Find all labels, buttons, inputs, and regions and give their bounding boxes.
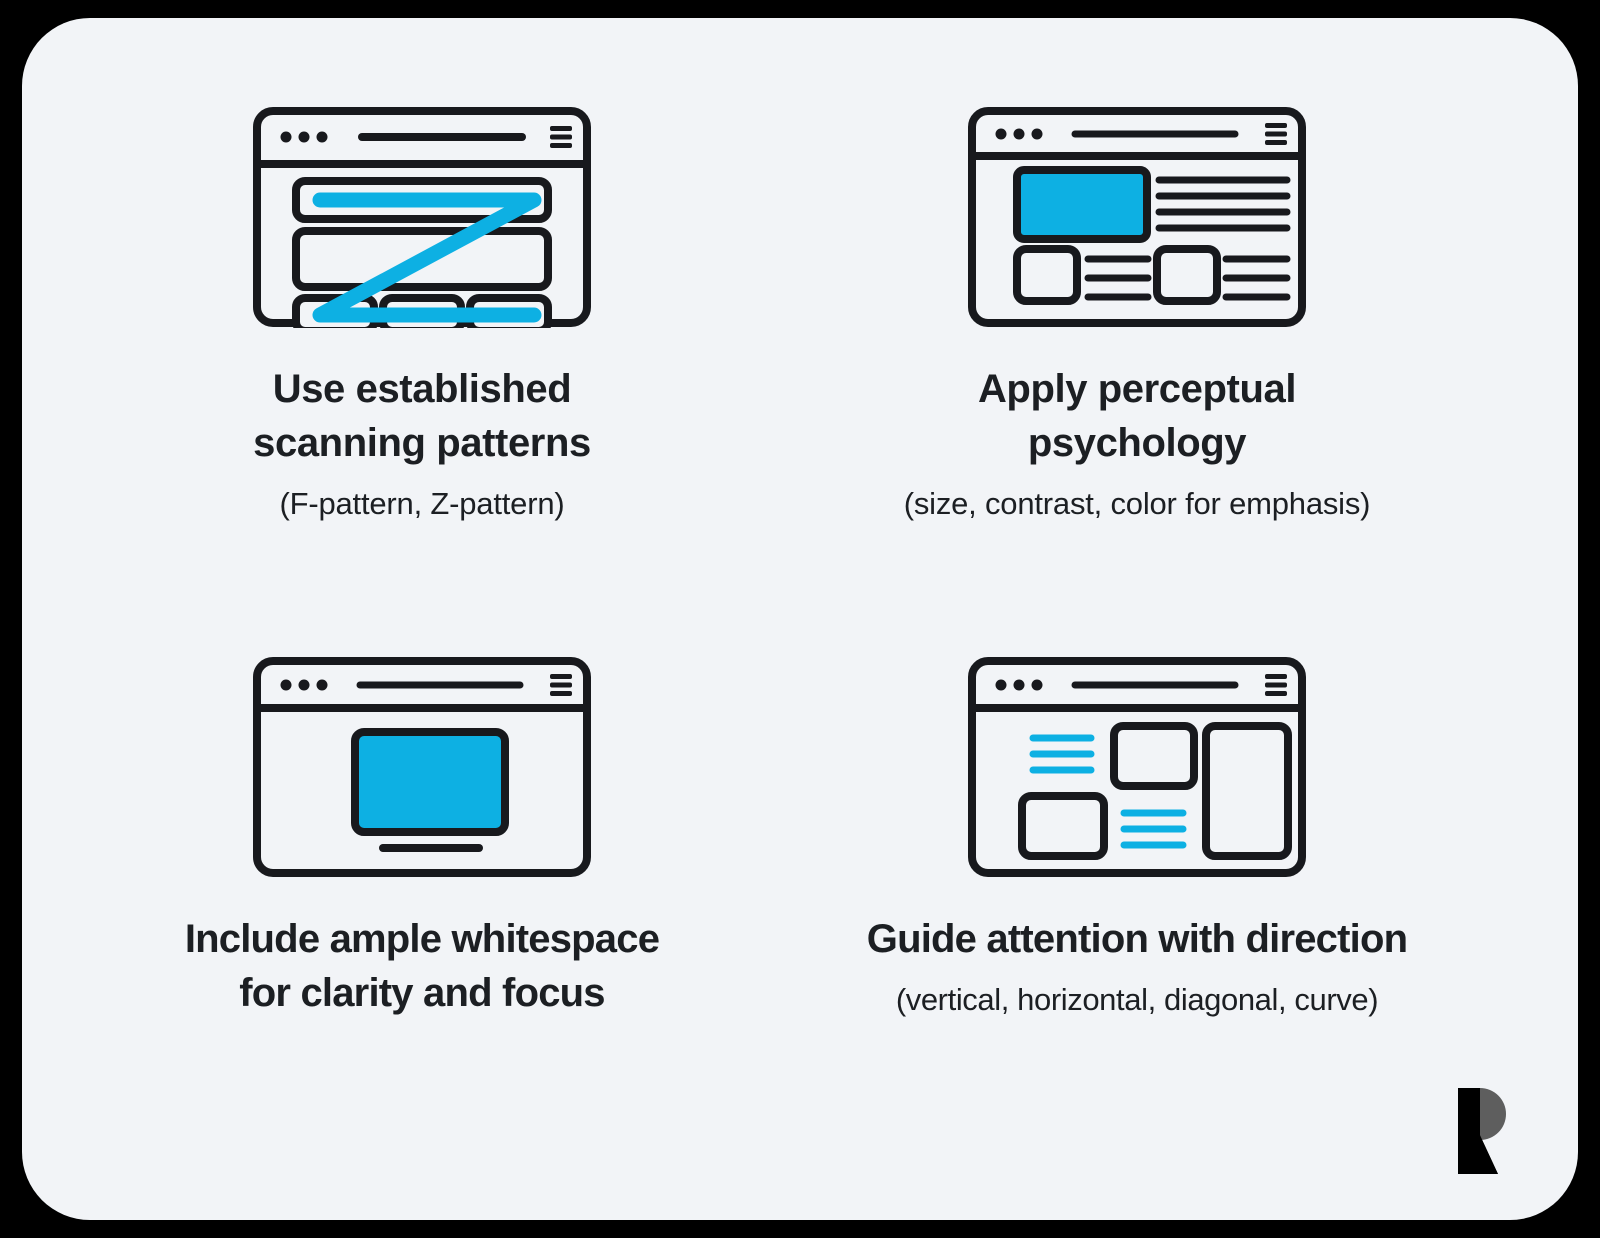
browser-whitespace-icon	[92, 638, 752, 878]
feature-title-line1: Guide attention with direction	[866, 917, 1408, 961]
feature-cell-ample-whitespace: Include ample whitespace for clarity and…	[92, 638, 752, 1034]
feature-subtitle: (vertical, horizontal, diagonal, curve)	[895, 982, 1379, 1017]
feature-subtitle: (size, contrast, color for emphasis)	[903, 486, 1371, 521]
feature-cell-perceptual-psychology: Apply perceptual psychology (size, contr…	[762, 88, 1512, 524]
poster-card: Use established scanning patterns (F-pat…	[22, 18, 1578, 1220]
feature-title-line1: Use established	[272, 367, 572, 411]
feature-grid: Use established scanning patterns (F-pat…	[22, 18, 1578, 1220]
brand-logo	[1446, 1088, 1506, 1174]
feature-title-line2: for clarity and focus	[239, 971, 605, 1015]
browser-direction-grid-icon	[762, 638, 1512, 878]
feature-title: Apply perceptual psychology	[762, 362, 1512, 470]
feature-title: Include ample whitespace for clarity and…	[92, 912, 752, 1020]
feature-subtitle: (F-pattern, Z-pattern)	[279, 486, 565, 521]
browser-z-pattern-icon	[92, 88, 752, 328]
feature-title-line1: Apply perceptual	[977, 367, 1297, 411]
browser-hero-layout-icon	[762, 88, 1512, 328]
feature-cell-guide-attention: Guide attention with direction (vertical…	[762, 638, 1512, 1020]
feature-title-line1: Include ample whitespace	[184, 917, 660, 961]
feature-title-line2: scanning patterns	[253, 421, 591, 465]
feature-title-line2: psychology	[1027, 421, 1247, 465]
feature-title: Use established scanning patterns	[92, 362, 752, 470]
feature-cell-scanning-patterns: Use established scanning patterns (F-pat…	[92, 88, 752, 524]
feature-title: Guide attention with direction	[762, 912, 1512, 966]
